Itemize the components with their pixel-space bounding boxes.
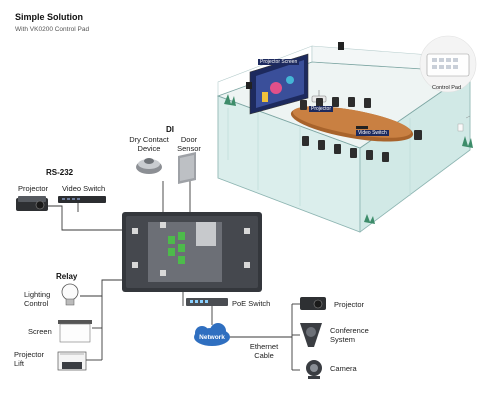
conference-system-illustration <box>300 323 322 347</box>
vk0200-control-panel <box>122 212 262 292</box>
dry-contact-label: Dry Contact Device <box>129 135 169 153</box>
rs232-heading: RS-232 <box>46 168 74 177</box>
projector-lift-label: Projector Lift <box>14 350 45 368</box>
lighting-control-label: Lighting Control <box>24 290 51 308</box>
rs232-projector-illustration <box>16 196 48 211</box>
relay-heading: Relay <box>56 272 78 281</box>
di-heading: DI <box>166 125 174 134</box>
conference-system-label: Conference System <box>330 326 369 344</box>
rs232-projector-label: Projector <box>18 184 49 193</box>
poe-switch-illustration <box>186 298 228 306</box>
projection-screen-illustration <box>58 320 92 343</box>
control-pad-inset <box>419 35 477 119</box>
poe-switch-label: PoE Switch <box>232 299 271 308</box>
network-projector-illustration <box>300 297 326 310</box>
control-pad-label: Control Pad <box>432 85 462 91</box>
camera-illustration <box>306 360 322 379</box>
door-sensor-illustration <box>178 152 196 184</box>
camera-label: Camera <box>330 364 357 373</box>
diagram-subtitle: With VK0200 Control Pad <box>15 26 90 33</box>
network-cloud-label: Network <box>199 334 225 341</box>
conference-room-illustration <box>216 42 473 233</box>
room-projector-label: Projector <box>309 106 334 112</box>
wiring <box>48 181 300 371</box>
rs232-video-switch-illustration <box>58 196 106 203</box>
diagram-title: Simple Solution <box>15 12 84 22</box>
network-projector-label: Projector <box>334 300 365 309</box>
ethernet-cable-label: Ethernet Cable <box>249 342 279 360</box>
projector-lift-illustration <box>57 351 87 371</box>
room-projector-screen-label: Projector Screen <box>258 59 300 65</box>
screen-label: Screen <box>28 327 52 336</box>
network-cloud <box>194 323 230 346</box>
rs232-video-switch-label: Video Switch <box>62 184 106 193</box>
room-video-switch-label: Video Switch <box>356 130 389 136</box>
door-sensor-label: Door Sensor <box>177 135 201 153</box>
lighting-bulb-illustration <box>61 283 79 306</box>
dry-contact-device-illustration <box>136 158 162 174</box>
